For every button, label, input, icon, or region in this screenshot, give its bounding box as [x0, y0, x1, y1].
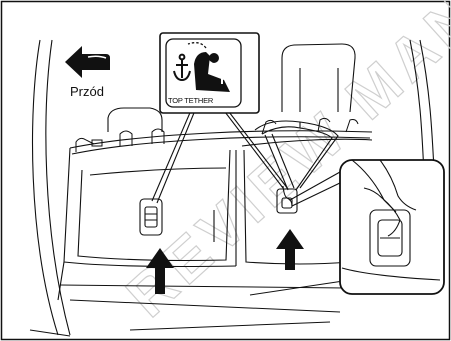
direction-label: Przód — [70, 84, 104, 99]
pictogram-label: TOP TETHER — [168, 96, 214, 105]
anchor-child-seat-icon: TOP TETHER — [160, 33, 259, 113]
